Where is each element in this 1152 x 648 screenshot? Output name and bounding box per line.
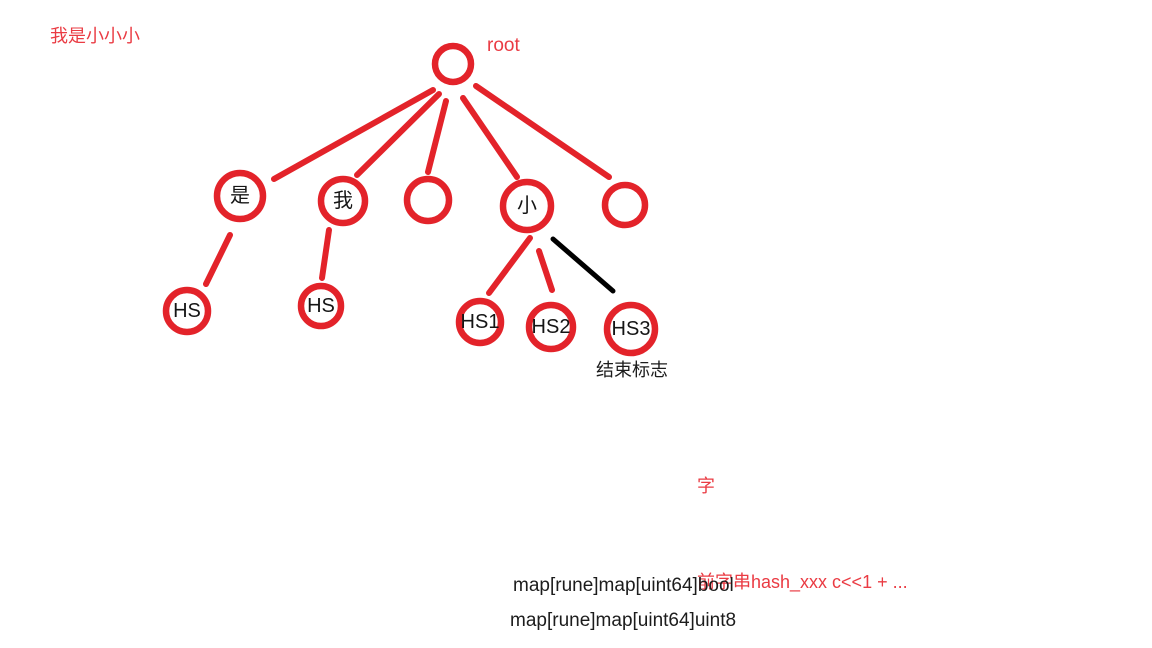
- red-notes-block: 字 前字串hash_xxx c<<1 + ... 结束标志: [697, 406, 908, 648]
- tree-node-hs1: [455, 297, 505, 347]
- code-note-line: map[rune]map[uint64]uint8: [510, 610, 737, 631]
- code-note-line: map[rune]map[uint64]bool: [513, 575, 734, 596]
- tree-node-label-hs3: HS3: [612, 318, 651, 340]
- tree-node-label-hs-a: HS: [173, 300, 201, 322]
- tree-edge-shi-hs-a: [203, 232, 233, 287]
- tree-node-hs3: [603, 301, 659, 357]
- tree-node-xiao: [499, 178, 555, 234]
- red-note-line: 前字串hash_xxx c<<1 + ...: [697, 572, 908, 592]
- tree-node-shi: [213, 169, 267, 223]
- tree-node-empty1: [403, 175, 453, 225]
- watermark-text: 我是小小小: [50, 26, 140, 46]
- red-note-line: 字: [697, 476, 715, 496]
- tree-edge-root-xiao: [460, 95, 520, 180]
- tree-edge-xiao-hs1: [486, 235, 533, 296]
- tree-node-hs-a: [162, 286, 212, 336]
- tree-edge-root-shi: [271, 87, 436, 182]
- tree-node-hs-b: [297, 282, 345, 330]
- tree-node-label-hs2: HS2: [532, 316, 571, 338]
- tree-node-hs2: [525, 301, 577, 353]
- tree-node-empty2: [601, 181, 649, 229]
- tree-edge-wo-hs-b: [319, 227, 332, 281]
- root-node-label: root: [487, 35, 520, 56]
- tree-edge-root-wo: [354, 91, 442, 178]
- tree-node-wo: [317, 175, 369, 227]
- tree-edge-root-empty1: [425, 98, 449, 175]
- tree-node-root: [431, 42, 475, 86]
- tree-edge-xiao-hs2: [536, 248, 555, 293]
- tree-node-label-hs-b: HS: [307, 295, 335, 317]
- tree-node-label-xiao: 小: [517, 194, 537, 217]
- tree-edge-xiao-hs3: [550, 236, 616, 294]
- tree-node-label-shi: 是: [230, 185, 250, 207]
- tree-node-label-hs1: HS1: [461, 311, 500, 333]
- tree-node-label-wo: 我: [333, 189, 353, 212]
- tree-edge-root-empty2: [473, 83, 612, 180]
- end-flag-label: 结束标志: [596, 360, 668, 380]
